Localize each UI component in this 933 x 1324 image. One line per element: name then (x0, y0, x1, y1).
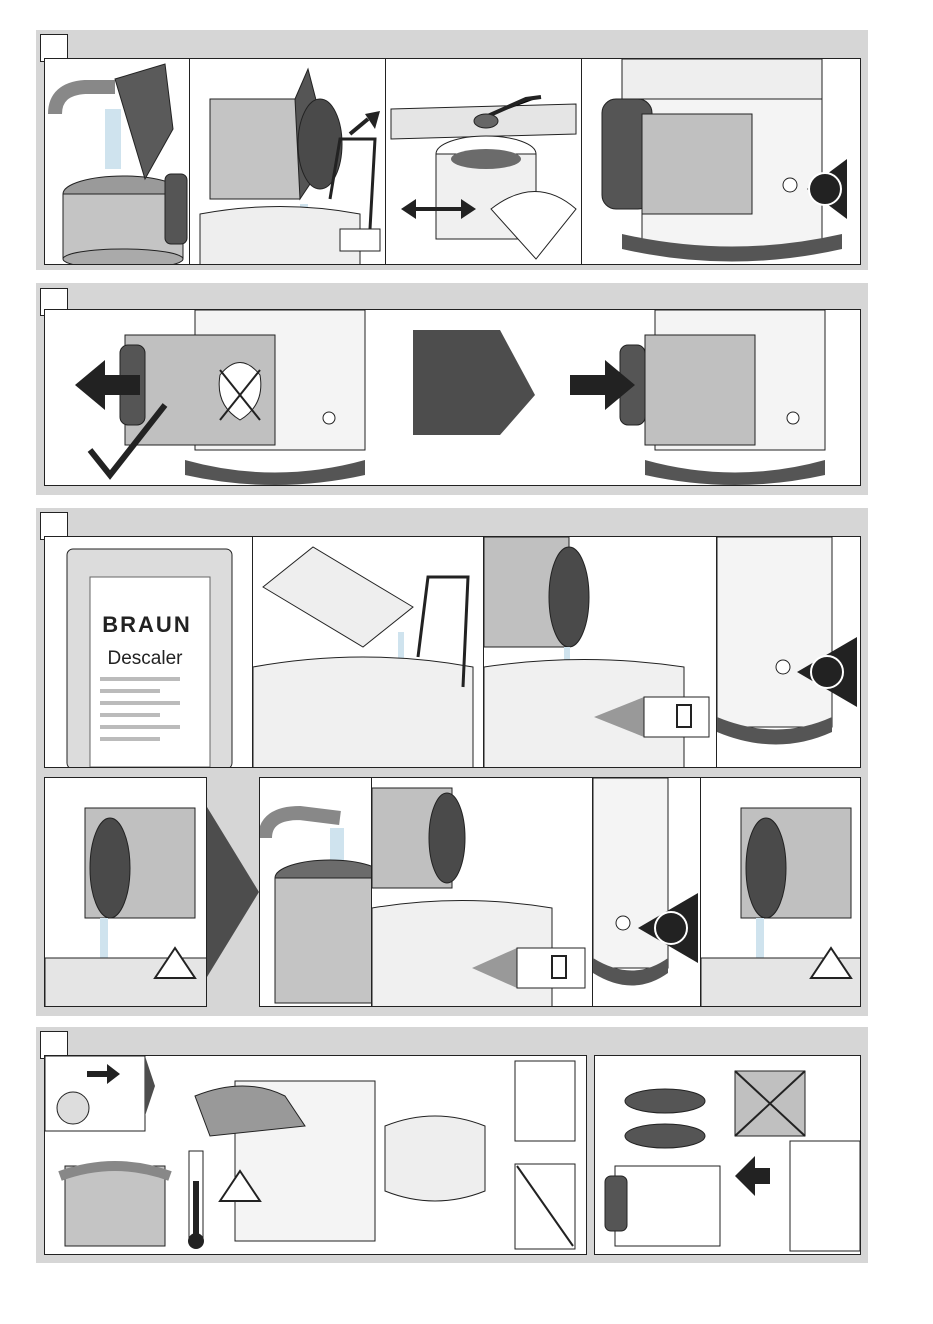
panel-next-arrow (207, 777, 259, 1007)
panel-pour-water-rinse (371, 777, 593, 1007)
panel-pour-descaler (252, 536, 484, 768)
descaler-brand-label: BRAUN (92, 612, 202, 638)
panel-fill-water-descale (483, 536, 717, 768)
panel-empty-hot-carafe-2 (700, 777, 861, 1007)
panel-insert-filter-coffee (385, 58, 582, 265)
panel-fill-carafe-water (44, 58, 190, 265)
panel-place-carafe-switch-on (581, 58, 861, 265)
descaler-product-label: Descaler (80, 648, 210, 670)
panel-dishwasher-parts (594, 1055, 861, 1255)
panel-cleaning-instructions (44, 1055, 587, 1255)
panel-drip-stop (44, 309, 861, 486)
panel-refill-carafe-water (259, 777, 372, 1007)
panel-switch-on-rinse (592, 777, 701, 1007)
panel-switch-on-descale (716, 536, 861, 768)
panel-pour-water-tank (189, 58, 386, 265)
panel-empty-hot-carafe (44, 777, 207, 1007)
